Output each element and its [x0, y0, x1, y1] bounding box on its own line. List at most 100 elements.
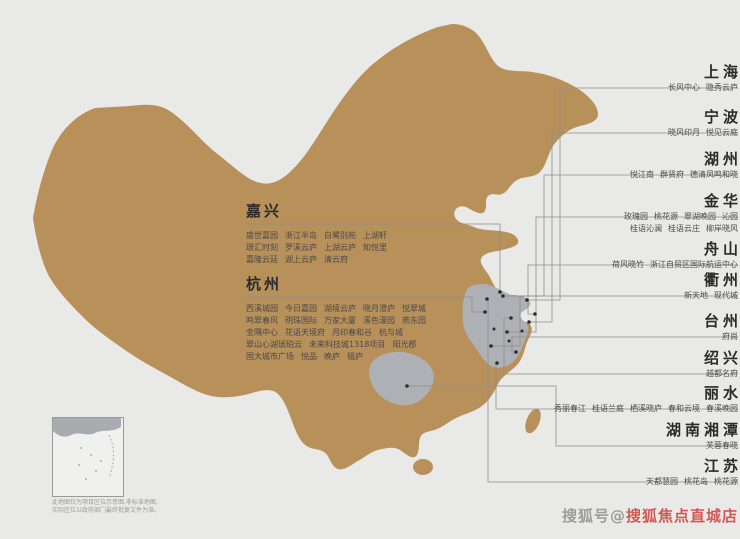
project-row: 嘉隆云廷湖上云庐清云府: [246, 254, 387, 266]
city-name: 台州: [703, 312, 740, 330]
city-projects: 晓风印月悦见云庭: [458, 127, 738, 139]
project-name: 悦见云庭: [706, 128, 738, 137]
city-projects: 悦江南群贤府德清凤鸣和晓: [458, 169, 738, 181]
city-projects: 芙蓉春晓: [458, 440, 738, 452]
city-name: 湖南湘潭: [665, 421, 740, 439]
section-jiaxing: 嘉兴 盛世嘉园浙江半岛白鹭别苑上湖轩 璟汇时刻罗溪云庐上湖云庐知悦里 嘉隆云廷湖…: [246, 202, 387, 266]
project-row: 翠山心湖琥珀云未来科技城1318项目阳光郡: [246, 339, 426, 351]
project-name: 芙蓉春晓: [706, 441, 738, 450]
project-name: 春和云境: [668, 404, 700, 413]
city-projects: 长风中心隐秀云庐: [458, 82, 738, 94]
city-name: 湖州: [703, 150, 740, 168]
project-row: 国大城市广场悦品晚庐韫庐: [246, 351, 426, 363]
city-label-jinhua: 金华 玫瑰园桃花源翠湖晚园沁园 桂语沁澜桂语云庄柳岸晓风: [458, 192, 738, 235]
city-label-jiangsu: 江苏 天都慧园桃花岛桃花源: [458, 457, 738, 488]
project-name: 国大城市广场: [246, 352, 294, 361]
city-name: 金华: [703, 192, 740, 210]
city-label-ningbo: 宁波 晓风印月悦见云庭: [458, 108, 738, 139]
project-name: 月印春和谷: [332, 328, 372, 337]
project-name: 柳岸晓风: [706, 224, 738, 233]
connector-taizhou: [511, 336, 738, 353]
connector-ningbo: [529, 132, 738, 323]
city-dots: [405, 290, 537, 388]
project-name: 白鹭别苑: [324, 231, 356, 240]
project-name: 今日嘉园: [285, 304, 317, 313]
watermark-prefix: 搜狐号@: [561, 507, 626, 525]
city-projects: 秀丽春江桂语兰庭栖溪晓庐春和云境春溪晚园: [458, 403, 738, 415]
section-hangzhou-projects: 西溪城园今日嘉园湖境云庐晓月澄庐悦翠城 鸣翠春风明珠国际万家大厦溪色漫园燕东园 …: [246, 303, 426, 363]
city-label-taizhou: 台州 府尚: [458, 312, 738, 343]
project-name: 新天地: [684, 291, 708, 300]
project-name: 花语天境府: [285, 328, 325, 337]
project-name: 桂语沁澜: [630, 224, 662, 233]
project-name: 万家大厦: [324, 316, 356, 325]
project-name: 悦翠城: [402, 304, 426, 313]
zhejiang-highlight: [462, 283, 531, 368]
project-row: 西溪城园今日嘉园湖境云庐晓月澄庐悦翠城: [246, 303, 426, 315]
city-label-huzhou: 湖州 悦江南群贤府德清凤鸣和晓: [458, 150, 738, 181]
project-name: 浙江自贸区国际航运中心: [650, 260, 738, 269]
city-name: 上海: [703, 63, 740, 81]
city-label-hunan-xiangtan: 湖南湘潭 芙蓉春晓: [458, 421, 738, 452]
project-name: 晓风印月: [668, 128, 700, 137]
project-name: 未来科技城1318项目: [309, 340, 386, 349]
project-name: 隐秀云庐: [706, 83, 738, 92]
project-name: 现代城: [714, 291, 738, 300]
project-name: 阳光郡: [392, 340, 417, 349]
inset-disclaimer: 此地图仅为项目区位示意图,非标准地图, 实际区位以政府部门最终批复文件为准。: [52, 499, 202, 515]
project-name: 秀丽春江: [554, 404, 586, 413]
project-name: 翠湖晚园: [684, 212, 716, 221]
section-hangzhou: 杭州 西溪城园今日嘉园湖境云庐晓月澄庐悦翠城 鸣翠春风明珠国际万家大厦溪色漫园燕…: [246, 275, 426, 363]
project-name: 湖上云庐: [285, 255, 317, 264]
project-name: 上湖云庐: [324, 243, 356, 252]
project-name: 嘉隆云廷: [246, 255, 278, 264]
project-name: 知悦里: [363, 243, 387, 252]
project-name: 越都名府: [706, 369, 738, 378]
project-name: 金隅中心: [246, 328, 278, 337]
project-name: 璟汇时刻: [246, 243, 278, 252]
project-name: 悦品: [301, 352, 317, 361]
section-jiaxing-projects: 盛世嘉园浙江半岛白鹭别苑上湖轩 璟汇时刻罗溪云庐上湖云庐知悦里 嘉隆云廷湖上云庐…: [246, 230, 387, 266]
section-hangzhou-title: 杭州: [246, 275, 283, 293]
connector-lines: [246, 87, 738, 483]
project-name: 桂语兰庭: [592, 404, 624, 413]
hunan-highlight: [369, 351, 434, 406]
project-name: 玫瑰园: [624, 212, 648, 221]
project-name: 韫庐: [347, 352, 363, 361]
project-row: 盛世嘉园浙江半岛白鹭别苑上湖轩: [246, 230, 387, 242]
project-name: 晚庐: [324, 352, 340, 361]
inset-disclaimer-line1: 此地图仅为项目区位示意图,非标准地图,: [52, 499, 158, 506]
project-name: 浙江半岛: [285, 231, 317, 240]
project-name: 晓月澄庐: [363, 304, 395, 313]
project-row: 金隅中心花语天境府月印春和谷杭与城: [246, 327, 426, 339]
connector-shanghai: [527, 87, 738, 301]
city-name: 舟山: [703, 240, 740, 258]
city-projects: 天都慧园桃花岛桃花源: [458, 476, 738, 488]
project-name: 明珠国际: [285, 316, 317, 325]
project-name: 桂语云庄: [668, 224, 700, 233]
project-name: 沁园: [722, 212, 738, 221]
city-label-zhoushan: 舟山 荷风晓竹浙江自贸区国际航运中心: [458, 240, 738, 271]
project-row: 鸣翠春风明珠国际万家大厦溪色漫园燕东园: [246, 315, 426, 327]
project-name: 桃花源: [654, 212, 678, 221]
project-name: 府尚: [722, 332, 738, 341]
project-name: 上湖轩: [363, 231, 387, 240]
project-name: 溪色漫园: [363, 316, 395, 325]
city-label-lishui: 丽水 秀丽春江桂语兰庭栖溪晓庐春和云境春溪晚园: [458, 384, 738, 415]
china-map-shape: [33, 24, 598, 470]
taiwan-island: [525, 408, 541, 434]
city-projects: 玫瑰园桃花源翠湖晚园沁园: [458, 211, 738, 223]
inset-disclaimer-line2: 实际区位以政府部门最终批复文件为准。: [52, 507, 161, 514]
city-projects: 桂语沁澜桂语云庄柳岸晓风: [458, 223, 738, 235]
city-projects: 府尚: [458, 331, 738, 343]
connector-xiangtan: [407, 385, 738, 447]
project-name: 悦江南: [630, 170, 654, 179]
hainan-island: [413, 459, 433, 475]
city-name: 绍兴: [703, 349, 740, 367]
connector-jiaxing: [246, 223, 501, 292]
project-name: 天都慧园: [646, 477, 678, 486]
city-label-quzhou: 衢州 新天地现代城: [458, 271, 738, 302]
project-name: 荷风晓竹: [612, 260, 644, 269]
